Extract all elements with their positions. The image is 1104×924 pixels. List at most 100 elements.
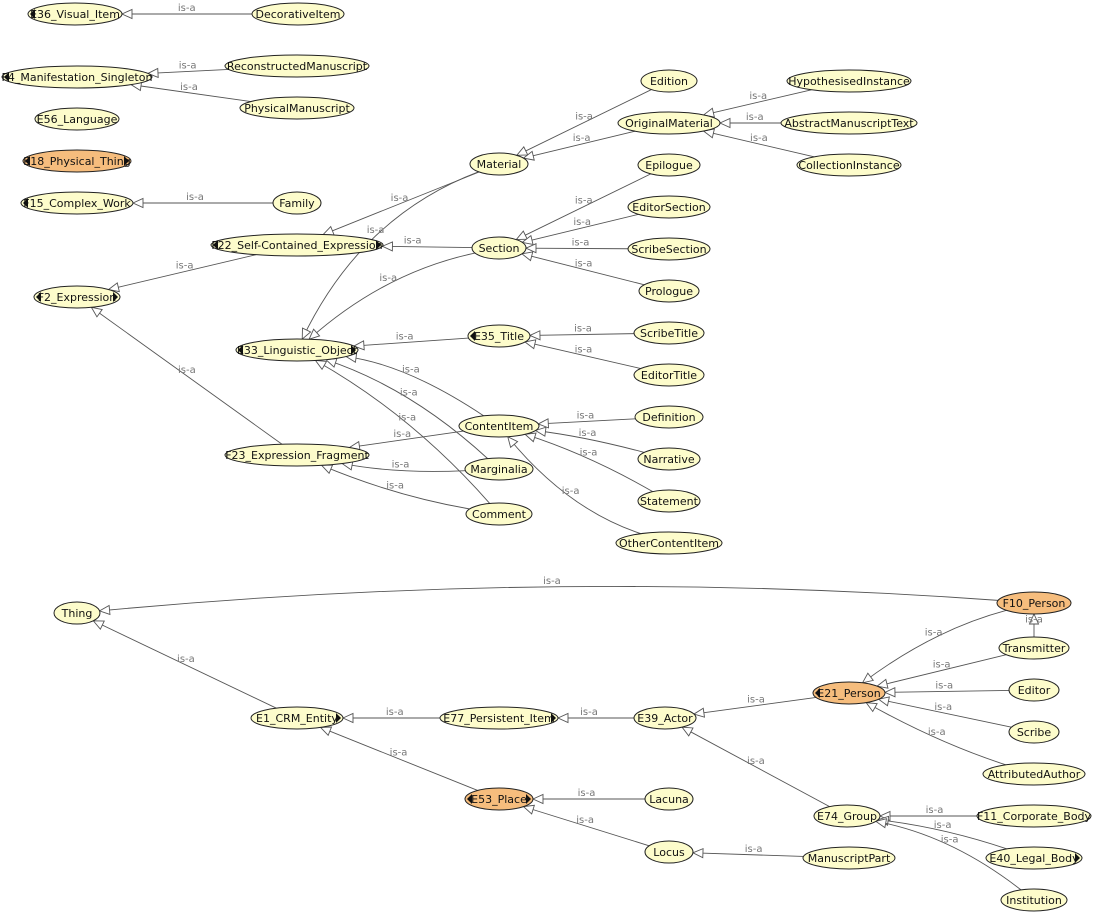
expand-left-icon[interactable] <box>4 72 9 82</box>
expand-right-icon[interactable] <box>124 156 129 166</box>
class-node-editorsec[interactable]: EditorSection <box>627 195 711 219</box>
class-node-definition[interactable]: Definition <box>634 405 704 429</box>
class-node-e33[interactable]: E33_Linguistic_Object <box>235 338 359 362</box>
class-ellipse <box>640 69 698 93</box>
class-node-comment[interactable]: Comment <box>465 502 533 526</box>
class-node-transmitter[interactable]: Transmitter <box>998 636 1070 660</box>
class-node-f22[interactable]: F22_Self-Contained_Expression <box>210 233 384 257</box>
class-label: E74_Group <box>817 810 877 823</box>
class-node-edition[interactable]: Edition <box>640 69 698 93</box>
class-label: Comment <box>472 508 527 521</box>
edge-label: is-a <box>179 60 197 71</box>
class-node-e18[interactable]: E18_Physical_Thing <box>22 149 132 173</box>
edge-line <box>878 819 1008 850</box>
expand-right-icon[interactable] <box>336 713 341 723</box>
class-node-e21[interactable]: E21_Person <box>812 681 886 705</box>
class-node-institution[interactable]: Institution <box>1000 888 1068 912</box>
class-node-f23[interactable]: F23_Expression_Fragment <box>224 443 370 467</box>
class-node-section[interactable]: Section <box>471 236 527 260</box>
class-node-editortitle[interactable]: EditorTitle <box>633 363 705 387</box>
expand-left-icon[interactable] <box>25 156 30 166</box>
class-node-e39[interactable]: E39_Actor <box>633 706 697 730</box>
edge-label: is-a <box>925 627 943 638</box>
edge-line <box>99 586 999 612</box>
edge-line <box>877 654 1007 687</box>
class-node-contentitem[interactable]: ContentItem <box>458 414 540 438</box>
class-node-lacuna[interactable]: Lacuna <box>644 787 694 811</box>
expand-left-icon[interactable] <box>213 240 218 250</box>
edge-line <box>325 359 488 459</box>
edge-line <box>703 89 812 116</box>
class-node-origmat[interactable]: OriginalMaterial <box>617 111 721 135</box>
class-node-e36[interactable]: E36_Visual_Item <box>27 2 123 26</box>
class-node-e1[interactable]: E1_CRM_Entity <box>250 706 344 730</box>
class-label: E35_Title <box>474 330 524 343</box>
class-node-f11[interactable]: F11_Corporate_Body <box>976 804 1092 828</box>
expand-right-icon[interactable] <box>1075 853 1080 863</box>
class-ellipse <box>985 846 1083 870</box>
class-node-locus[interactable]: Locus <box>644 840 694 864</box>
class-node-e40[interactable]: E40_Legal_Body <box>985 846 1083 870</box>
class-node-editor[interactable]: Editor <box>1008 678 1060 702</box>
class-node-recon[interactable]: ReconstructedManuscript <box>224 54 370 78</box>
class-label: E1_CRM_Entity <box>256 712 338 725</box>
arrowhead-icon <box>90 306 103 318</box>
expand-right-icon[interactable] <box>113 292 118 302</box>
class-ellipse <box>637 489 701 513</box>
class-node-material[interactable]: Material <box>469 152 529 176</box>
class-ellipse <box>615 531 723 555</box>
class-node-f10[interactable]: F10_Person <box>996 591 1072 615</box>
class-label: OriginalMaterial <box>625 117 713 130</box>
class-node-e35[interactable]: E35_Title <box>467 324 531 348</box>
class-node-f2[interactable]: F2_Expression <box>33 285 121 309</box>
expand-left-icon[interactable] <box>238 345 243 355</box>
expand-right-icon[interactable] <box>376 240 381 250</box>
edge-label: is-a <box>574 324 592 335</box>
class-label: EditorTitle <box>641 369 697 382</box>
arrowhead-icon <box>521 234 534 245</box>
expand-left-icon[interactable] <box>36 292 41 302</box>
class-node-e77[interactable]: E77_Persistent_Item <box>439 706 559 730</box>
expand-left-icon[interactable] <box>470 331 475 341</box>
expand-right-icon[interactable] <box>351 345 356 355</box>
class-node-abstract[interactable]: AbstractManuscriptText <box>780 111 918 135</box>
class-node-collection[interactable]: CollectionInstance <box>796 153 902 177</box>
class-node-e74[interactable]: E74_Group <box>813 804 881 828</box>
class-node-f15[interactable]: F15_Complex_Work <box>20 191 134 215</box>
class-node-scribe[interactable]: Scribe <box>1008 720 1060 744</box>
class-node-mspart[interactable]: ManuscriptPart <box>802 846 896 870</box>
expand-left-icon[interactable] <box>30 9 35 19</box>
edge-label: is-a <box>579 428 597 439</box>
expand-left-icon[interactable] <box>467 794 472 804</box>
expand-right-icon[interactable] <box>526 794 531 804</box>
class-node-phys[interactable]: PhysicalManuscript <box>239 96 355 120</box>
class-node-statement[interactable]: Statement <box>637 489 701 513</box>
class-node-family[interactable]: Family <box>272 191 322 215</box>
edge-label: is-a <box>746 112 764 123</box>
class-node-thing[interactable]: Thing <box>53 601 101 625</box>
edge-e1-thing: is-a <box>92 620 277 709</box>
class-label: Locus <box>653 846 685 859</box>
class-node-hypo[interactable]: HypothesisedInstance <box>786 69 912 93</box>
class-label: CollectionInstance <box>798 159 899 172</box>
edge-label: is-a <box>747 695 765 706</box>
class-ellipse <box>469 152 529 176</box>
expand-left-icon[interactable] <box>23 198 28 208</box>
expand-right-icon[interactable] <box>551 713 556 723</box>
class-node-prologue[interactable]: Prologue <box>638 279 700 303</box>
class-node-scribetitle[interactable]: ScribeTitle <box>633 321 705 345</box>
class-node-othercontent[interactable]: OtherContentItem <box>615 531 723 555</box>
class-node-f4[interactable]: F4_Manifestation_Singleton <box>1 65 153 89</box>
class-node-e56[interactable]: E56_Language <box>34 107 120 131</box>
class-node-marginalia[interactable]: Marginalia <box>464 457 534 481</box>
class-node-attributed[interactable]: AttributedAuthor <box>982 762 1086 786</box>
class-node-deco[interactable]: DecorativeItem <box>251 2 345 26</box>
class-node-e53[interactable]: E53_Place <box>464 787 534 811</box>
class-node-narrative[interactable]: Narrative <box>637 447 701 471</box>
class-node-scribesec[interactable]: ScribeSection <box>627 237 711 261</box>
arrowhead-icon <box>352 340 365 351</box>
edge-line <box>875 820 1022 891</box>
edge-line <box>878 698 1012 728</box>
class-node-epilogue[interactable]: Epilogue <box>637 153 701 177</box>
expand-left-icon[interactable] <box>815 688 820 698</box>
